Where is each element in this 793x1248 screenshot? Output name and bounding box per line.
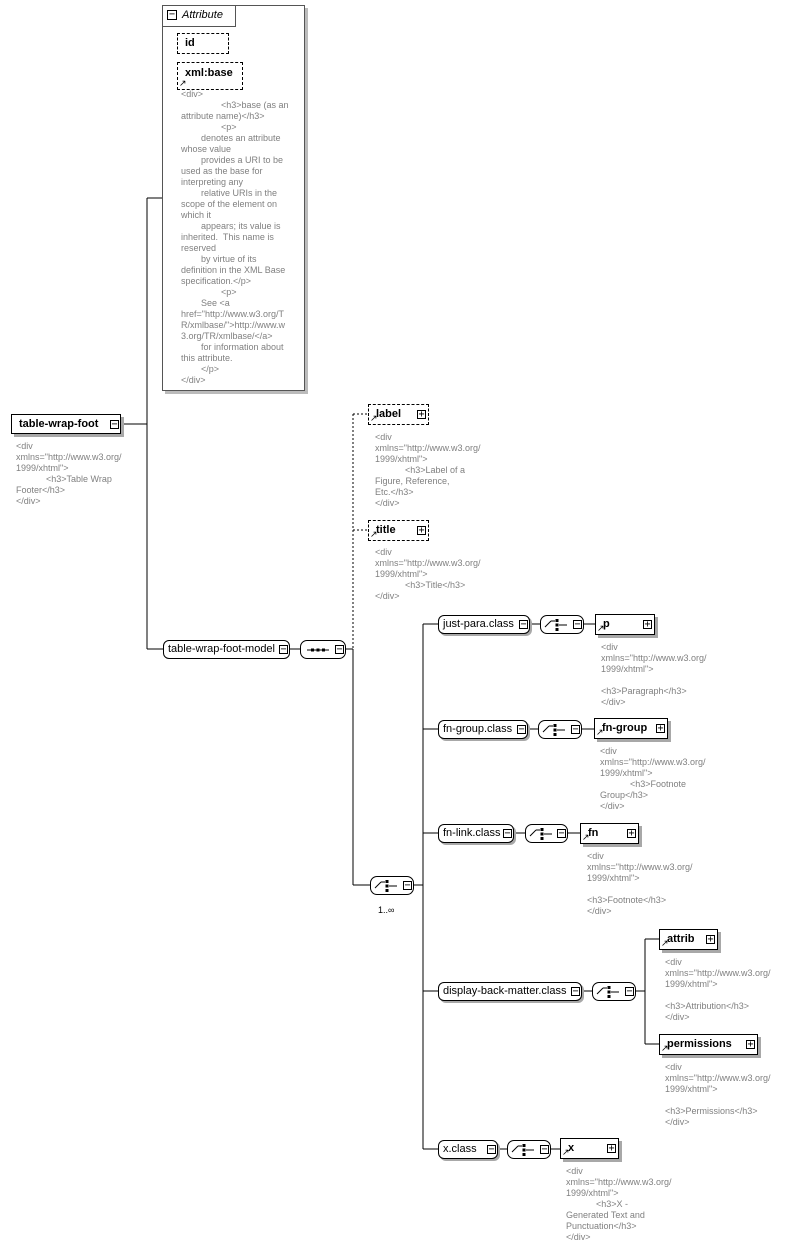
fn-documentation: <div xmlns="http://www.w3.org/ 1999/xhtm… [587, 851, 693, 916]
collapse-icon[interactable]: − [540, 1144, 549, 1155]
collapse-icon[interactable]: − [571, 724, 580, 735]
attr-id-label: id [185, 37, 195, 49]
choice-icon [374, 880, 397, 892]
group-just-para-class[interactable]: just-para.class − [438, 615, 530, 634]
choice-compositor[interactable]: − [507, 1140, 551, 1159]
reference-arrow-icon: ↗ [661, 1044, 669, 1054]
element-permissions-name: permissions [667, 1038, 732, 1050]
element-label[interactable]: label + ↗ [368, 404, 429, 425]
choice-compositor-main[interactable]: − [370, 876, 414, 895]
collapse-icon[interactable]: − [573, 619, 582, 630]
root-documentation: <div xmlns="http://www.w3.org/ 1999/xhtm… [16, 441, 122, 506]
reference-arrow-icon: ↗ [582, 833, 590, 843]
xml-base-documentation: <div> <h3>base (as an attribute name)</h… [181, 89, 289, 385]
attr-xml-base[interactable]: xml:base ↗ [177, 62, 243, 90]
sequence-icon [307, 648, 329, 652]
p-documentation: <div xmlns="http://www.w3.org/ 1999/xhtm… [601, 642, 707, 707]
x-documentation: <div xmlns="http://www.w3.org/ 1999/xhtm… [566, 1166, 672, 1242]
choice-icon [542, 724, 565, 736]
expand-icon[interactable]: + [746, 1039, 755, 1050]
reference-arrow-icon: ↗ [661, 939, 669, 949]
label-documentation: <div xmlns="http://www.w3.org/ 1999/xhtm… [375, 432, 481, 508]
group-fn-link-class[interactable]: fn-link.class − [438, 824, 514, 843]
element-label-name: label [376, 408, 402, 420]
model-group-label: table-wrap-foot-model [168, 643, 275, 655]
element-title[interactable]: title + ↗ [368, 520, 429, 541]
choice-compositor[interactable]: − [525, 824, 568, 843]
element-x-name: x [568, 1142, 575, 1154]
collapse-icon[interactable]: − [110, 419, 119, 430]
reference-arrow-icon: ↗ [370, 414, 378, 424]
attribute-panel-header: Attribute [182, 9, 223, 21]
reference-arrow-icon: ↗ [370, 530, 378, 540]
collapse-icon[interactable]: − [279, 644, 288, 655]
group-fn-group-class[interactable]: fn-group.class − [438, 720, 528, 739]
expand-icon[interactable]: + [417, 525, 426, 536]
root-element-label: table-wrap-foot [19, 418, 99, 430]
collapse-attribute-icon[interactable]: − [167, 9, 177, 20]
attribute-header-divider-vertical [235, 6, 236, 27]
group-label: fn-group.class [443, 723, 513, 735]
title-documentation: <div xmlns="http://www.w3.org/ 1999/xhtm… [375, 547, 481, 601]
group-label: fn-link.class [443, 827, 501, 839]
collapse-icon[interactable]: − [517, 724, 526, 735]
sequence-compositor[interactable]: − [300, 640, 346, 659]
reference-arrow-icon: ↗ [179, 79, 187, 89]
element-fn-group[interactable]: fn-group + ↗ [594, 718, 668, 739]
choice-icon [596, 986, 619, 998]
element-x[interactable]: x + ↗ [560, 1138, 619, 1159]
root-element-table-wrap-foot[interactable]: table-wrap-foot − [11, 414, 121, 434]
model-group-table-wrap-foot-model[interactable]: table-wrap-foot-model − [163, 640, 290, 659]
attrib-documentation: <div xmlns="http://www.w3.org/ 1999/xhtm… [665, 957, 771, 1022]
choice-icon [544, 619, 567, 631]
reference-arrow-icon: ↗ [597, 624, 605, 634]
expand-icon[interactable]: + [706, 934, 715, 945]
attr-xml-base-label: xml:base [185, 67, 233, 79]
collapse-icon[interactable]: − [625, 986, 634, 997]
reference-arrow-icon: ↗ [562, 1148, 570, 1158]
attribute-panel: − Attribute id xml:base ↗ <div> <h3>base… [162, 5, 305, 391]
expand-icon[interactable]: + [417, 409, 426, 420]
element-permissions[interactable]: permissions + ↗ [659, 1034, 758, 1055]
fn-group-documentation: <div xmlns="http://www.w3.org/ 1999/xhtm… [600, 746, 706, 811]
collapse-icon[interactable]: − [519, 619, 528, 630]
attribute-header-divider [163, 26, 235, 27]
group-label: just-para.class [443, 618, 514, 630]
group-label: display-back-matter.class [443, 985, 567, 997]
expand-icon[interactable]: + [627, 828, 636, 839]
collapse-icon[interactable]: − [335, 644, 344, 655]
element-fn-group-name: fn-group [602, 722, 648, 734]
element-attrib[interactable]: attrib + ↗ [659, 929, 718, 950]
element-attrib-name: attrib [667, 933, 695, 945]
collapse-icon[interactable]: − [571, 986, 580, 997]
group-label: x.class [443, 1143, 477, 1155]
choice-cardinality: 1..∞ [378, 905, 395, 915]
collapse-icon[interactable]: − [487, 1144, 496, 1155]
group-x-class[interactable]: x.class − [438, 1140, 498, 1159]
collapse-icon[interactable]: − [557, 828, 566, 839]
choice-icon [529, 828, 552, 840]
choice-compositor[interactable]: − [540, 615, 584, 634]
attr-id[interactable]: id [177, 33, 229, 54]
expand-icon[interactable]: + [643, 619, 652, 630]
choice-compositor[interactable]: − [538, 720, 582, 739]
expand-icon[interactable]: + [607, 1143, 616, 1154]
element-fn-name: fn [588, 827, 599, 839]
collapse-icon[interactable]: − [503, 828, 512, 839]
permissions-documentation: <div xmlns="http://www.w3.org/ 1999/xhtm… [665, 1062, 771, 1127]
element-p-name: p [603, 618, 610, 630]
collapse-icon[interactable]: − [403, 880, 412, 891]
choice-compositor[interactable]: − [592, 982, 636, 1001]
element-title-name: title [376, 524, 396, 536]
element-fn[interactable]: fn + ↗ [580, 823, 639, 844]
expand-icon[interactable]: + [656, 723, 665, 734]
choice-icon [511, 1144, 534, 1156]
element-p[interactable]: p + ↗ [595, 614, 655, 635]
reference-arrow-icon: ↗ [596, 728, 604, 738]
group-display-back-matter-class[interactable]: display-back-matter.class − [438, 982, 582, 1001]
